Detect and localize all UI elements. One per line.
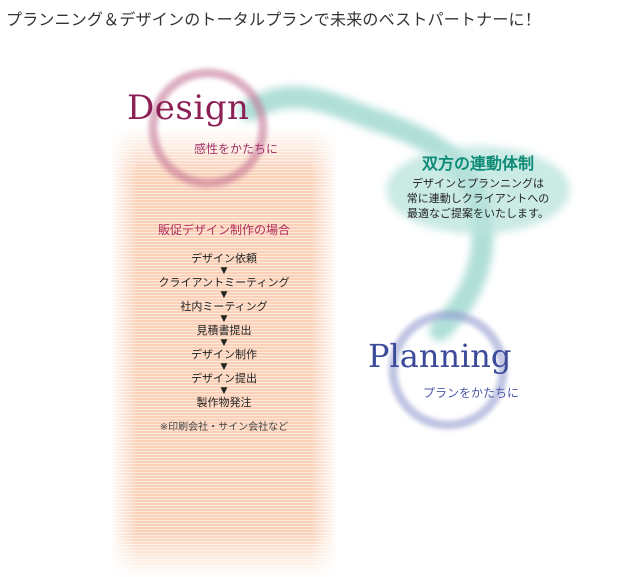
down-arrow-icon: ▼ (220, 362, 228, 372)
flow-title: 販促デザイン制作の場合 (157, 223, 290, 237)
mutual-line: 最適なご提案をいたします。 (407, 207, 549, 220)
planning-title: Planning (368, 337, 512, 375)
flow-step: 社内ミーティング (180, 300, 268, 313)
headline: プランニング＆デザインのトータルプランで未来のベストパートナーに！ (6, 10, 541, 29)
planning-subtitle: プランをかたちに (423, 386, 520, 400)
flow-step: クライアントミーティング (158, 276, 290, 289)
process-panel-background (110, 128, 338, 577)
down-arrow-icon: ▼ (220, 266, 228, 276)
mutual-line: 常に連動しクライアントへの (406, 192, 550, 205)
mutual-description: デザインとプランニングは 常に連動しクライアントへの 最適なご提案をいたします。 (383, 176, 573, 221)
flow-step: デザイン依頼 (191, 252, 257, 265)
down-arrow-icon: ▼ (220, 290, 228, 300)
flow-note: ※印刷会社・サイン会社など (159, 422, 289, 433)
process-flow: 販促デザイン制作の場合 デザイン依頼 ▼ クライアントミーティング ▼ 社内ミー… (110, 221, 338, 433)
design-subtitle: 感性をかたちに (194, 142, 279, 156)
design-ring (148, 68, 268, 188)
flow-step: デザイン提出 (191, 372, 257, 385)
flow-step: 見積書提出 (196, 324, 252, 337)
down-arrow-icon: ▼ (220, 314, 228, 324)
flow-step: 製作物発注 (196, 396, 252, 409)
mutual-glow (386, 146, 570, 234)
down-arrow-icon: ▼ (220, 338, 228, 348)
down-arrow-icon: ▼ (220, 386, 228, 396)
flow-step: デザイン制作 (191, 348, 257, 361)
mutual-title: 双方の連動体制 (421, 154, 534, 173)
mutual-line: デザインとプランニングは (412, 177, 544, 190)
planning-ring (388, 310, 508, 430)
design-title: Design (127, 88, 250, 128)
